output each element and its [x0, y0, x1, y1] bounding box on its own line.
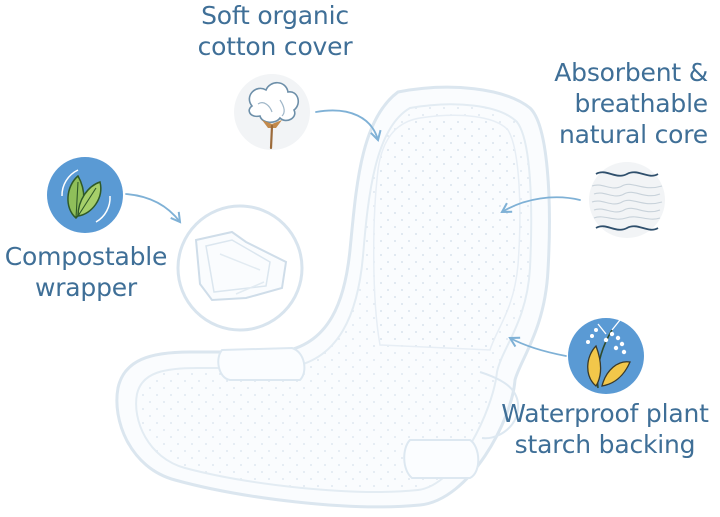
- absorbent-core-label: Absorbent & breathable natural core: [520, 57, 708, 150]
- core-arrow: [500, 196, 581, 214]
- compostable-wrapper-line-2: wrapper: [34, 273, 138, 302]
- compostable-wrapper-line-1: Compostable: [4, 242, 168, 271]
- pad-shape: [115, 85, 551, 509]
- callout-arrows: [125, 109, 581, 357]
- absorbent-core-line-2: breathable: [574, 89, 709, 118]
- backing-arrow: [508, 336, 567, 357]
- starch-backing-label: Waterproof plant starch backing: [494, 398, 716, 460]
- starch-backing-line-2: starch backing: [514, 430, 696, 459]
- wrapper-arrow: [125, 193, 182, 224]
- cotton-boll-icon: [234, 74, 310, 150]
- cotton-cover-line-2: cotton cover: [197, 32, 353, 61]
- fiber-layers-icon: [589, 162, 665, 238]
- cotton-cover-line-1: Soft organic: [201, 1, 349, 30]
- cotton-cover-label: Soft organic cotton cover: [180, 0, 370, 62]
- compostable-wrapper-label: Compostable wrapper: [0, 241, 172, 303]
- absorbent-core-line-1: Absorbent &: [554, 58, 708, 87]
- absorbent-core-line-3: natural core: [558, 120, 708, 149]
- plant-sprig-icon: [568, 318, 644, 394]
- leaf-icon: [47, 157, 123, 233]
- starch-backing-line-1: Waterproof plant: [501, 399, 709, 428]
- wrapper-detail-circle: [176, 204, 304, 332]
- cotton-arrow: [315, 109, 382, 142]
